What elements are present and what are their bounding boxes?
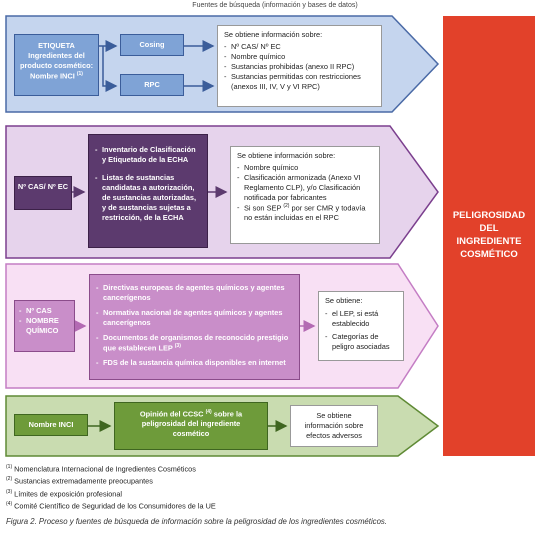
diagram-header: Fuentes de búsqueda (información y bases…: [192, 2, 358, 9]
cas-ec-input-box: Nº CAS/ Nº EC: [14, 176, 72, 210]
pink-result-list: el LEP, si está establecido Categorías d…: [325, 309, 397, 352]
list-item: Nº CAS: [19, 306, 70, 316]
hazard-panel-label: PELIGROSIDAD DEL INGREDIENTE COSMÉTICO: [452, 210, 526, 260]
source-rpc: RPC: [120, 74, 184, 96]
purple-result-title: Se obtiene información sobre:: [237, 151, 336, 160]
list-item: NOMBRE QUÍMICO: [19, 316, 70, 336]
list-item: Listas de sustancias candidatas a autori…: [95, 173, 201, 223]
label-input-sub: Ingredientes del producto cosmético:: [19, 50, 94, 70]
list-item: Directivas europeas de agentes químicos …: [96, 283, 293, 303]
label-input-title: ETIQUETA: [38, 41, 75, 50]
figure-caption: Figura 2. Proceso y fuentes de búsqueda …: [6, 517, 387, 526]
pink-result-box: Se obtiene: el LEP, si está establecido …: [318, 291, 404, 361]
footnote: (3) Límites de exposición profesional: [6, 488, 123, 499]
list-item: Documentos de organismos de reconocido p…: [96, 333, 293, 353]
list-item: Sustancias permitidas con restricciones …: [224, 72, 375, 92]
footnote: (4) Comité Científico de Seguridad de lo…: [6, 501, 216, 511]
footnote: (1) Nomenclatura Internacional de Ingred…: [6, 464, 196, 474]
echa-sources-list: Inventario de Clasificación y Etiquetado…: [95, 145, 201, 223]
list-item: Sustancias prohibidas (anexo II RPC): [224, 62, 375, 72]
list-item: Inventario de Clasificación y Etiquetado…: [95, 145, 201, 165]
list-item: Si son SEP (2) por ser CMR y todavía no …: [237, 203, 373, 223]
ccsc-source-label: Opinión del CCSC (4) sobre la peligrosid…: [139, 409, 243, 439]
list-item: Nº CAS/ Nº EC: [224, 42, 375, 52]
blue-arrow-2: [102, 46, 118, 92]
list-item: FDS de la sustancia química disponibles …: [96, 358, 293, 368]
cas-ec-input-label: Nº CAS/ Nº EC: [17, 182, 69, 191]
source-cosing-label: Cosing: [139, 40, 165, 49]
purple-result-box: Se obtiene información sobre: Nombre quí…: [230, 146, 380, 244]
list-item: Clasificación armonizada (Anexo VI Regla…: [237, 173, 373, 203]
green-result-label: Se obtiene información sobre efectos adv…: [304, 411, 364, 440]
footnote: (2) Sustancias extremadamente preocupant…: [6, 476, 153, 486]
list-item: el LEP, si está establecido: [325, 309, 397, 329]
regulation-sources-list: Directivas europeas de agentes químicos …: [96, 283, 293, 368]
ccsc-source-box: Opinión del CCSC (4) sobre la peligrosid…: [114, 402, 268, 450]
echa-sources-box: Inventario de Clasificación y Etiquetado…: [88, 134, 208, 248]
hazard-panel: PELIGROSIDAD DEL INGREDIENTE COSMÉTICO: [443, 16, 535, 456]
label-input-box: ETIQUETA Ingredientes del producto cosmé…: [14, 34, 99, 96]
source-cosing: Cosing: [120, 34, 184, 56]
pink-result-title: Se obtiene:: [325, 296, 363, 305]
list-item: Nombre químico: [237, 163, 373, 173]
cas-name-input-list: Nº CAS NOMBRE QUÍMICO: [19, 306, 70, 336]
purple-result-list: Nombre químico Clasificación armonizada …: [237, 163, 373, 223]
inci-input-box: Nombre INCI: [14, 414, 88, 436]
regulation-sources-box: Directivas europeas de agentes químicos …: [89, 274, 300, 380]
cas-name-input-box: Nº CAS NOMBRE QUÍMICO: [14, 300, 75, 352]
blue-result-box: Se obtiene información sobre: Nº CAS/ Nº…: [217, 25, 382, 107]
green-result-box: Se obtiene información sobre efectos adv…: [290, 405, 378, 447]
footnotes: (1) Nomenclatura Internacional de Ingred…: [6, 462, 446, 512]
list-item: Categorías de peligro asociadas: [325, 332, 397, 352]
blue-result-list: Nº CAS/ Nº EC Nombre químico Sustancias …: [224, 42, 375, 92]
list-item: Nombre químico: [224, 52, 375, 62]
list-item: Normativa nacional de agentes químicos y…: [96, 308, 293, 328]
source-rpc-label: RPC: [144, 80, 160, 89]
inci-input-label: Nombre INCI: [28, 420, 74, 429]
blue-result-title: Se obtiene información sobre:: [224, 30, 323, 39]
label-input-inci: Nombre INCI (1): [30, 70, 83, 81]
